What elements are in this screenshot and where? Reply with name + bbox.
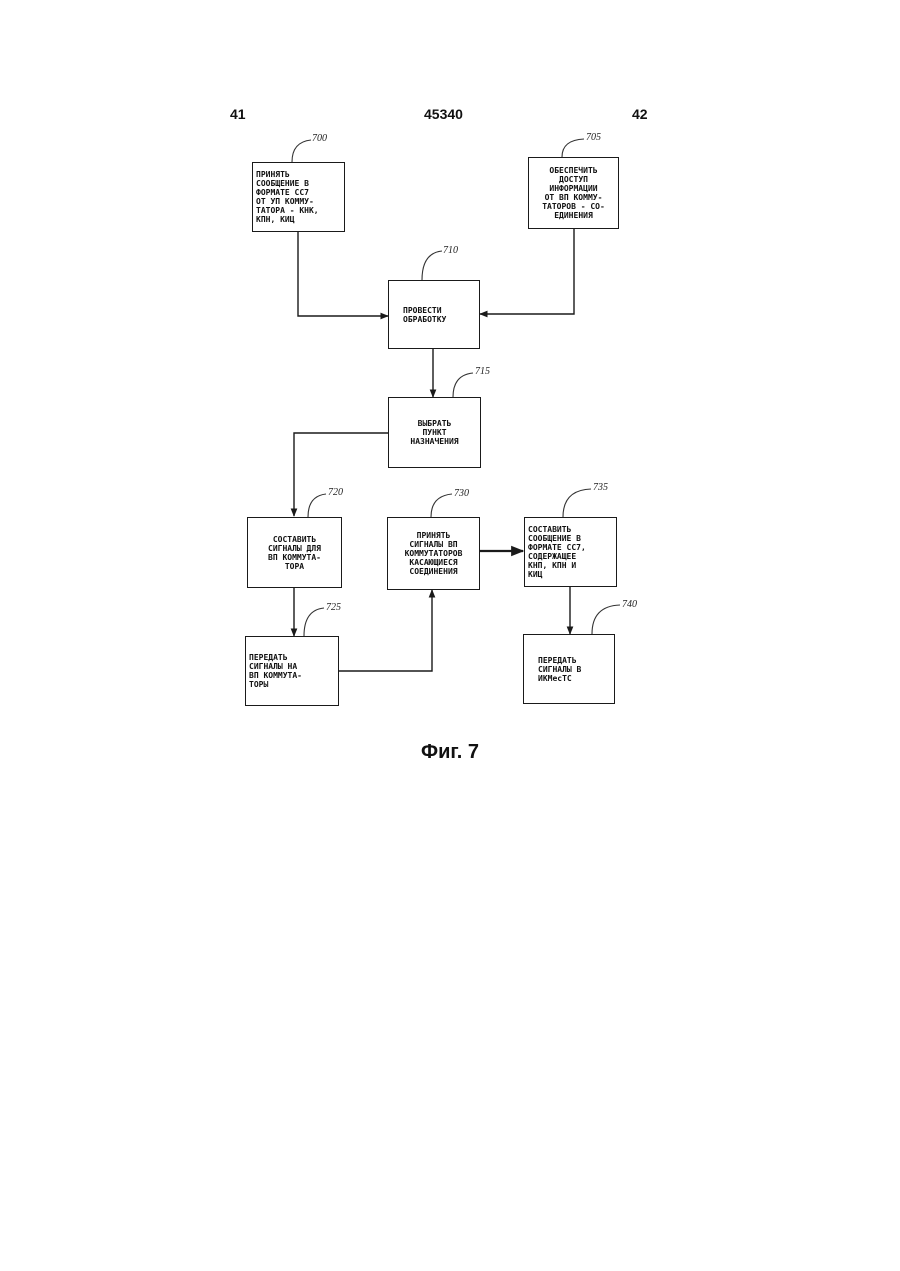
ref-710: 710 (443, 245, 458, 256)
leader-715 (453, 373, 473, 397)
block-715: ВЫБРАТЬ ПУНКТ НАЗНАЧЕНИЯ (388, 397, 481, 468)
leader-735 (563, 489, 591, 517)
block-725: ПЕРЕДАТЬ СИГНАЛЫ НА ВП КОММУТА- ТОРЫ (245, 636, 339, 706)
ref-735: 735 (593, 482, 608, 493)
figure-caption: Фиг. 7 (0, 741, 900, 764)
leader-725 (304, 608, 324, 636)
leader-710 (422, 251, 442, 280)
block-705: ОБЕСПЕЧИТЬ ДОСТУП ИНФОРМАЦИИ ОТ ВП КОММУ… (528, 157, 619, 229)
leader-740 (592, 605, 620, 634)
block-710: ПРОВЕСТИ ОБРАБОТКУ (388, 280, 480, 349)
leader-720 (308, 494, 326, 517)
ref-730: 730 (454, 488, 469, 499)
connector-705-710 (480, 229, 574, 314)
leader-700 (292, 140, 311, 162)
leader-730 (431, 494, 452, 517)
ref-705: 705 (586, 132, 601, 143)
ref-720: 720 (328, 487, 343, 498)
leader-705 (562, 139, 584, 157)
block-700: ПРИНЯТЬ СООБЩЕНИЕ В ФОРМАТЕ СС7 ОТ УП КО… (252, 162, 345, 232)
connector-725-730 (339, 590, 432, 671)
connector-700-710 (298, 232, 388, 316)
block-730: ПРИНЯТЬ СИГНАЛЫ ВП КОММУТАТОРОВ КАСАЮЩИЕ… (387, 517, 480, 590)
ref-740: 740 (622, 599, 637, 610)
connector-715-720 (294, 433, 388, 516)
block-740: ПЕРЕДАТЬ СИГНАЛЫ В ИКМесТС (523, 634, 615, 704)
block-735: СОСТАВИТЬ СООБЩЕНИЕ В ФОРМАТЕ СС7, СОДЕР… (524, 517, 617, 587)
ref-725: 725 (326, 602, 341, 613)
ref-700: 700 (312, 133, 327, 144)
ref-715: 715 (475, 366, 490, 377)
block-720: СОСТАВИТЬ СИГНАЛЫ ДЛЯ ВП КОММУТА- ТОРА (247, 517, 342, 588)
